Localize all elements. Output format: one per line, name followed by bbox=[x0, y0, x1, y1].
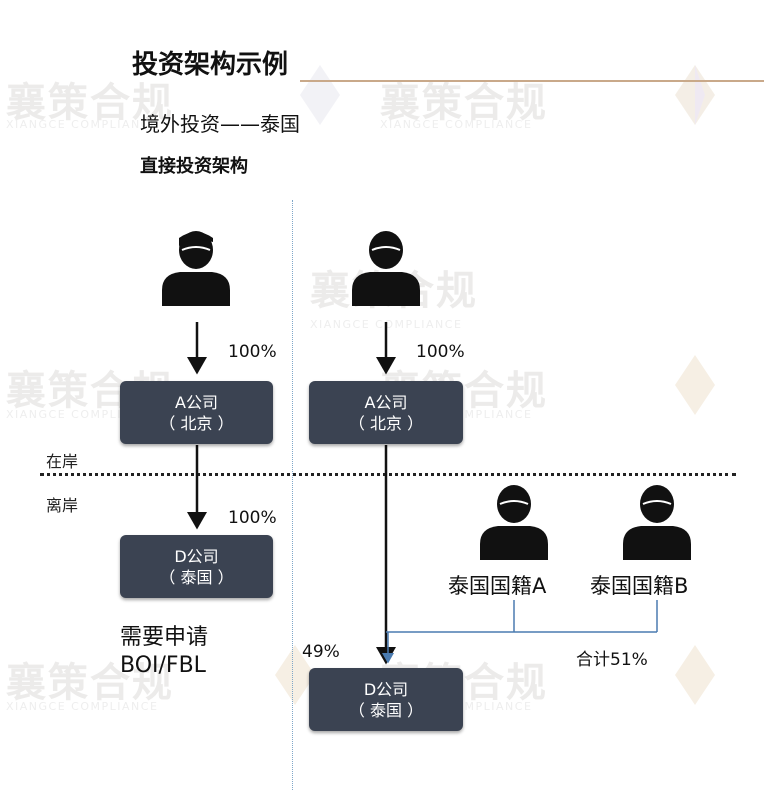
left-company-a-box: A公司 （ 北京 ） bbox=[120, 381, 273, 444]
watermark-text: 襄策合规 bbox=[6, 659, 174, 706]
watermark-subtext: XIANGCE COMPLIANCE bbox=[6, 408, 159, 421]
company-location: （ 泰国 ） bbox=[159, 567, 234, 587]
page-subtitle: 境外投资——泰国 bbox=[140, 112, 300, 136]
watermark-text: 襄策合规 bbox=[6, 79, 174, 126]
company-location: （ 北京 ） bbox=[348, 413, 424, 433]
company-location: （ 泰国 ） bbox=[348, 700, 424, 720]
vertical-separator bbox=[292, 200, 293, 790]
title-divider bbox=[300, 80, 764, 82]
onshore-offshore-boundary bbox=[40, 473, 736, 476]
watermark-subtext: XIANGCE COMPLIANCE bbox=[380, 118, 533, 131]
watermark-subtext: XIANGCE COMPLIANCE bbox=[6, 118, 159, 131]
right-company-d-box: D公司 （ 泰国 ） bbox=[309, 668, 463, 731]
requirement-note: 需要申请 BOI/FBL bbox=[120, 624, 208, 680]
watermark-logo-icon bbox=[275, 645, 315, 705]
company-location: （ 北京 ） bbox=[159, 413, 234, 433]
combined-ownership-label: 合计51% bbox=[576, 650, 648, 670]
company-name: A公司 bbox=[364, 392, 408, 412]
company-name: A公司 bbox=[175, 392, 218, 412]
company-name: D公司 bbox=[363, 679, 409, 699]
left-company-d-box: D公司 （ 泰国 ） bbox=[120, 535, 273, 598]
page-title: 投资架构示例 bbox=[132, 50, 289, 80]
right-company-a-box: A公司 （ 北京 ） bbox=[309, 381, 463, 444]
onshore-label: 在岸 bbox=[46, 452, 79, 471]
person-icon bbox=[352, 231, 420, 306]
section-heading: 直接投资架构 bbox=[140, 156, 248, 177]
person-icon bbox=[623, 485, 691, 560]
watermark-logo-icon bbox=[675, 355, 715, 415]
company-name: D公司 bbox=[174, 546, 219, 566]
ownership-percent: 49% bbox=[302, 642, 340, 662]
ownership-percent: 100% bbox=[416, 342, 465, 362]
requirement-note-line1: 需要申请 bbox=[120, 625, 209, 650]
ownership-percent: 100% bbox=[228, 508, 277, 528]
watermark-subtext: XIANGCE COMPLIANCE bbox=[6, 700, 159, 713]
offshore-label: 离岸 bbox=[46, 496, 79, 515]
person-icon bbox=[162, 231, 230, 306]
person-icon bbox=[480, 485, 548, 560]
watermark-text: 襄策合规 bbox=[380, 79, 548, 126]
requirement-note-line2: BOI/FBL bbox=[120, 653, 206, 678]
shareholder-label-b: 泰国国籍B bbox=[590, 574, 689, 598]
shareholder-label-a: 泰国国籍A bbox=[448, 574, 547, 598]
watermark-logo-icon bbox=[675, 645, 715, 705]
ownership-percent: 100% bbox=[228, 342, 277, 362]
